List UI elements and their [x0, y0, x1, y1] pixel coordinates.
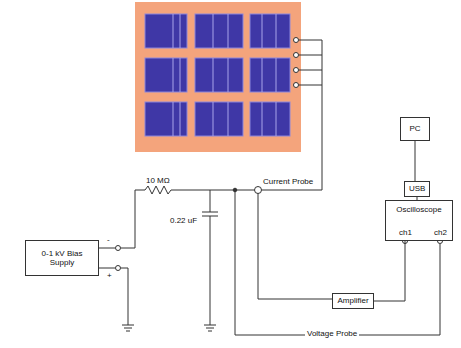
panel-terminal: [294, 83, 299, 88]
probe-name: Voltage Probe: [305, 330, 359, 339]
solar-cell: [145, 58, 187, 92]
solar-cell: [145, 14, 187, 48]
supply-terminal: [116, 246, 121, 251]
resistor-symbol: [145, 186, 171, 194]
usb-box: USB: [404, 181, 430, 197]
cell-stripes: [173, 102, 276, 136]
channel-name: ch1: [399, 229, 412, 238]
wire: [171, 190, 322, 191]
computer-box: PC: [400, 117, 430, 141]
resistor-value: 10 MΩ: [146, 177, 170, 186]
current-probe-symbol: [255, 187, 262, 194]
cell-stripes: [173, 14, 276, 48]
ground-symbol: [204, 325, 216, 331]
panel-leads: [299, 40, 322, 190]
capacitor-value: 0.22 uF: [170, 217, 197, 226]
solar-cell: [250, 102, 290, 136]
channel-name: ch2: [434, 229, 447, 238]
supply-box: 0-1 kV Bias Supply: [25, 240, 99, 276]
solar-panel-ground: [135, 2, 301, 152]
junction-dot: [233, 188, 237, 192]
solar-cell: [195, 102, 243, 136]
node-text: Amplifier: [337, 296, 368, 305]
polarity-sign: -: [107, 236, 110, 245]
wire: [121, 190, 145, 248]
wire-connector: [415, 141, 416, 181]
panel-terminal: [294, 53, 299, 58]
solar-cell: [195, 58, 243, 92]
solar-cell: [250, 14, 290, 48]
wire: [258, 194, 332, 300]
ground-symbol: [122, 325, 134, 331]
solar-cell: [145, 102, 187, 136]
amplifier-box: Amplifier: [332, 293, 374, 309]
supply-terminal: [116, 266, 121, 271]
panel-terminal: [294, 68, 299, 73]
panel-terminal: [294, 38, 299, 43]
wire-connector: [374, 241, 405, 301]
node-text: Oscilloscope: [396, 205, 441, 214]
capacitor-symbol: [202, 190, 218, 325]
node-text: 0-1 kV Bias Supply: [30, 249, 94, 267]
solar-cell: [250, 58, 290, 92]
wire: [121, 268, 128, 325]
cell-stripes: [173, 58, 276, 92]
supply-leads: [97, 248, 115, 268]
polarity-sign: +: [107, 272, 112, 281]
solar-cell: [195, 14, 243, 48]
probe-name: Current Probe: [263, 178, 313, 187]
node-text: PC: [409, 124, 420, 133]
node-text: USB: [409, 184, 425, 193]
